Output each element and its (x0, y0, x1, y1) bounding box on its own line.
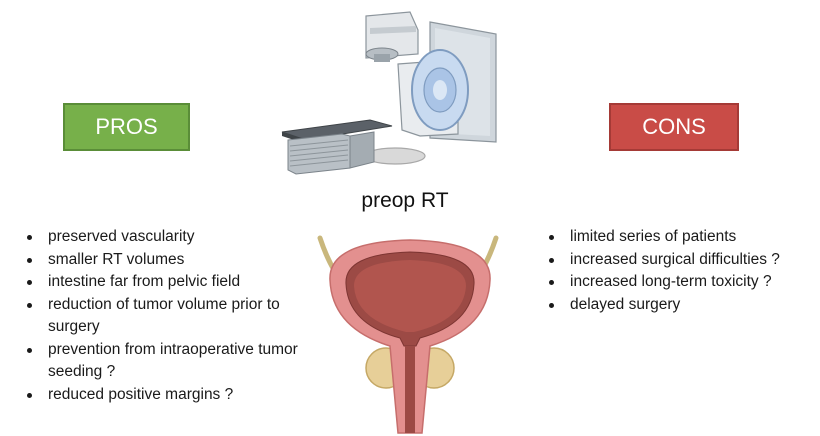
cons-badge: CONS (609, 103, 739, 151)
pros-item: smaller RT volumes (21, 249, 321, 272)
cons-list: limited series of patients increased sur… (543, 226, 818, 316)
center-title: preop RT (361, 189, 449, 212)
pros-item: preserved vascularity (21, 226, 321, 249)
cons-item: increased surgical difficulties ? (543, 249, 818, 272)
pros-item: reduction of tumor volume prior to surge… (21, 294, 321, 339)
pros-label: PROS (95, 114, 158, 139)
cons-item: delayed surgery (543, 294, 818, 317)
bladder-prostate-icon (317, 235, 499, 434)
pros-item: intestine far from pelvic field (21, 271, 321, 294)
cons-label: CONS (642, 114, 706, 139)
pros-list: preserved vascularity smaller RT volumes… (21, 226, 321, 406)
pros-item: reduced positive margins ? (21, 384, 321, 407)
pros-badge: PROS (63, 103, 190, 151)
cons-item: increased long-term toxicity ? (543, 271, 818, 294)
pros-item: prevention from intraoperative tumor see… (21, 339, 321, 384)
cons-item: limited series of patients (543, 226, 818, 249)
linear-accelerator-icon (281, 11, 497, 175)
